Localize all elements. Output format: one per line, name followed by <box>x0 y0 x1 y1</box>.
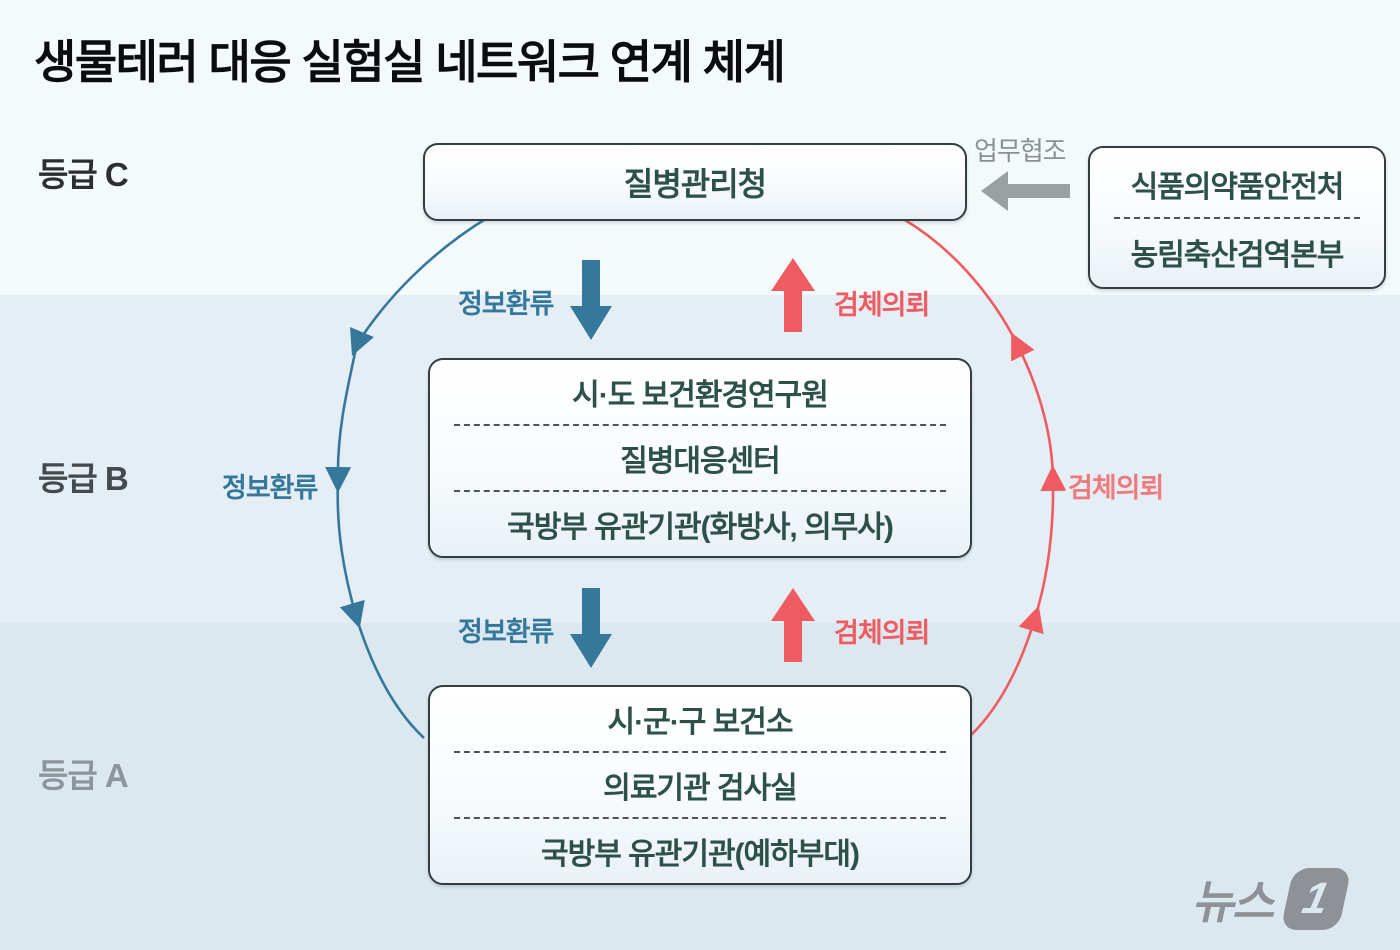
dashed-divider <box>454 424 946 426</box>
grade-label-a: 등급 A <box>38 757 129 794</box>
sample-request-label: 검체의뢰 <box>834 618 930 648</box>
kdca-box: 질병관리청 <box>423 143 967 221</box>
news1-logo: 뉴스 1 <box>1189 866 1352 932</box>
grade-a-line: 시·군·구 보건소 <box>607 706 794 739</box>
info-feedback-label: 정보환류 <box>458 289 554 319</box>
dashed-divider <box>454 490 946 492</box>
grade-a-line: 국방부 유관기관(예하부대) <box>541 838 860 871</box>
grade-label-c: 등급 C <box>38 156 129 193</box>
kdca-label: 질병관리청 <box>623 166 767 202</box>
sample-request-label: 검체의뢰 <box>834 290 930 320</box>
page-title: 생물테러 대응 실험실 네트워크 연계 체계 <box>34 36 786 88</box>
info-feedback-label: 정보환류 <box>458 617 554 647</box>
grade-b-line: 질병대응센터 <box>620 445 781 478</box>
info-feedback-label: 정보환류 <box>222 473 318 503</box>
grade-label-b: 등급 B <box>38 460 129 497</box>
external-agency-line: 농림축산검역본부 <box>1130 238 1345 272</box>
dashed-divider <box>1114 216 1360 219</box>
grade-b-line: 국방부 유관기관(화방사, 의무사) <box>507 511 894 544</box>
grade-b-box: 시·도 보건환경연구원 질병대응센터 국방부 유관기관(화방사, 의무사) <box>428 358 972 558</box>
news1-logo-number: 1 <box>1298 874 1334 923</box>
grade-a-line: 의료기관 검사실 <box>603 772 798 805</box>
external-agency-line: 식품의약품안전처 <box>1130 170 1345 204</box>
grade-a-box: 시·군·구 보건소 의료기관 검사실 국방부 유관기관(예하부대) <box>428 685 972 885</box>
dashed-divider <box>454 817 946 819</box>
grade-b-line: 시·도 보건환경연구원 <box>572 379 829 412</box>
cooperation-label: 업무협조 <box>974 136 1067 166</box>
external-agencies-box: 식품의약품안전처 농림축산검역본부 <box>1088 146 1386 289</box>
news1-logo-text: 뉴스 <box>1189 876 1282 928</box>
dashed-divider <box>454 751 946 753</box>
sample-request-label: 검체의뢰 <box>1068 473 1164 503</box>
